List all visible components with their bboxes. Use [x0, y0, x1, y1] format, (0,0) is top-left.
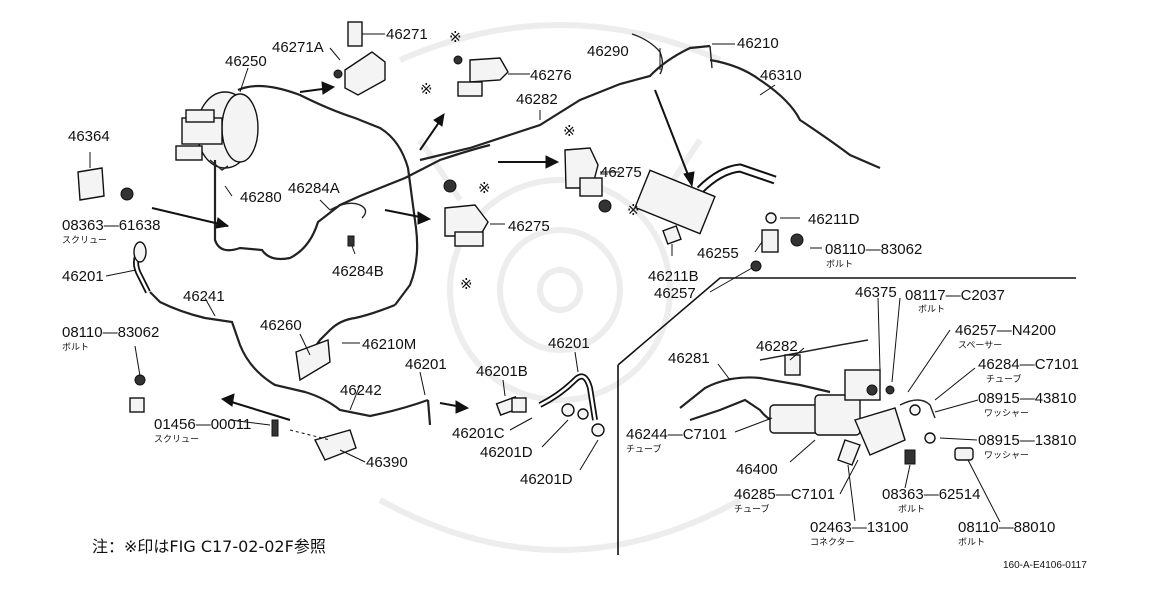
watermark-emblem — [378, 22, 742, 553]
part-label-46201c: 46201C — [452, 425, 505, 442]
leader-lines — [89, 33, 1001, 523]
jp-label-washer: ワッシャー — [984, 409, 1029, 419]
part-label-08915-13810: 08915—13810 — [978, 432, 1076, 449]
part-label-46201-right: 46201 — [548, 335, 590, 352]
part-label-46285-c7101: 46285—C7101 — [734, 486, 835, 503]
asterisk-marker: ※ — [449, 29, 462, 46]
fasteners — [120, 55, 804, 437]
part-label-08110-83062-left: 08110—83062 — [62, 324, 159, 341]
part-label-46257-n4200: 46257—N4200 — [955, 322, 1056, 339]
part-label-46242: 46242 — [340, 382, 382, 399]
jp-label-bolt: ボルト — [918, 304, 945, 315]
locator-arrows — [151, 81, 695, 421]
jp-label-spacer: スペーサー — [958, 340, 1002, 351]
part-label-08110-88010: 08110—88010 — [958, 519, 1055, 536]
detail-divider — [617, 277, 1076, 555]
japanese-labels: スクリュー ボルト ボルト スクリュー ボルト スペーサー チューブ ワッシャー… — [62, 235, 1029, 548]
jp-label-washer: ワッシャー — [984, 451, 1029, 461]
part-label-46244-c7101: 46244—C7101 — [626, 426, 727, 443]
brake-booster — [175, 91, 259, 171]
part-label-08117-c2037: 08117—C2037 — [905, 287, 1005, 304]
part-label-46400: 46400 — [736, 461, 778, 478]
part-label-46275-lower: 46275 — [508, 218, 550, 235]
brackets — [77, 21, 779, 461]
part-labels: 46271 46271A 46250 46276 46282 46290 462… — [62, 26, 1079, 536]
part-label-46390: 46390 — [366, 454, 408, 471]
jp-label-bolt: ボルト — [958, 537, 985, 548]
part-label-46257: 46257 — [654, 285, 696, 302]
part-label-08110-83062-upper: 08110—83062 — [825, 241, 922, 258]
part-label-46211d: 46211D — [808, 211, 860, 228]
jp-label-bolt: ボルト — [826, 259, 853, 270]
part-label-46310: 46310 — [760, 67, 802, 84]
part-label-08915-43810: 08915—43810 — [978, 390, 1076, 407]
part-label-46275-upper: 46275 — [600, 164, 642, 181]
asterisk-marker: ※ — [420, 81, 433, 98]
part-label-46284a: 46284A — [288, 180, 340, 197]
brake-pipes-left — [149, 84, 491, 426]
part-label-46280: 46280 — [240, 189, 282, 206]
front-hose-left — [133, 241, 151, 294]
jp-label-tube: チューブ — [734, 503, 769, 515]
part-label-46201b: 46201B — [476, 363, 528, 380]
brake-pipes-upper — [419, 33, 881, 170]
part-label-46210m: 46210M — [362, 336, 416, 353]
part-label-46364: 46364 — [68, 128, 110, 145]
asterisk-marker: ※ — [627, 202, 640, 219]
jp-label-screw: スクリュー — [154, 434, 199, 445]
reference-asterisks: ※ ※ ※ ※ ※ ※ — [420, 29, 640, 293]
valve-assembly-detail — [679, 339, 974, 466]
asterisk-marker: ※ — [563, 123, 576, 140]
part-label-02463-13100: 02463—13100 — [810, 519, 908, 536]
part-label-46276: 46276 — [530, 67, 572, 84]
jp-label-tube: チューブ — [986, 373, 1021, 385]
part-label-46255: 46255 — [697, 245, 739, 262]
part-label-46250: 46250 — [225, 53, 267, 70]
reference-note: 注：※印はFIG C17-02-02F参照 — [92, 537, 326, 556]
part-label-46290: 46290 — [587, 43, 629, 60]
rear-flex-hose — [634, 163, 777, 235]
part-label-46284b: 46284B — [332, 263, 384, 280]
jp-label-bolt: ボルト — [62, 342, 89, 353]
part-label-01456-00011: 01456—00011 — [154, 416, 251, 433]
part-label-46211b: 46211B — [648, 268, 699, 285]
jp-label-screw: スクリュー — [62, 235, 107, 246]
part-label-46282-detail: 46282 — [756, 338, 798, 355]
jp-label-tube: チューブ — [626, 443, 661, 455]
part-label-08363-61638: 08363—61638 — [62, 217, 160, 234]
part-label-46201-mid: 46201 — [405, 356, 447, 373]
jp-label-bolt: ボルト — [898, 504, 925, 515]
figure-code: 160-A-E4106-0117 — [1003, 560, 1087, 571]
part-label-46210: 46210 — [737, 35, 779, 52]
part-label-08363-62514: 08363—62514 — [882, 486, 980, 503]
asterisk-marker: ※ — [460, 276, 473, 293]
front-hose-right — [495, 373, 605, 437]
part-label-46260: 46260 — [260, 317, 302, 334]
asterisk-marker: ※ — [478, 180, 491, 197]
part-label-46201-left: 46201 — [62, 268, 104, 285]
jp-label-connector: コネクター — [810, 537, 855, 548]
part-label-46201d: 46201D — [480, 444, 533, 461]
part-label-46271a: 46271A — [272, 39, 324, 56]
part-label-46201d-lower: 46201D — [520, 471, 573, 488]
part-label-46281: 46281 — [668, 350, 710, 367]
part-label-46282: 46282 — [516, 91, 558, 108]
part-label-46375: 46375 — [855, 284, 897, 301]
part-label-46271: 46271 — [386, 26, 428, 43]
part-label-46241: 46241 — [183, 288, 225, 305]
part-label-46284-c7101: 46284—C7101 — [978, 356, 1079, 373]
